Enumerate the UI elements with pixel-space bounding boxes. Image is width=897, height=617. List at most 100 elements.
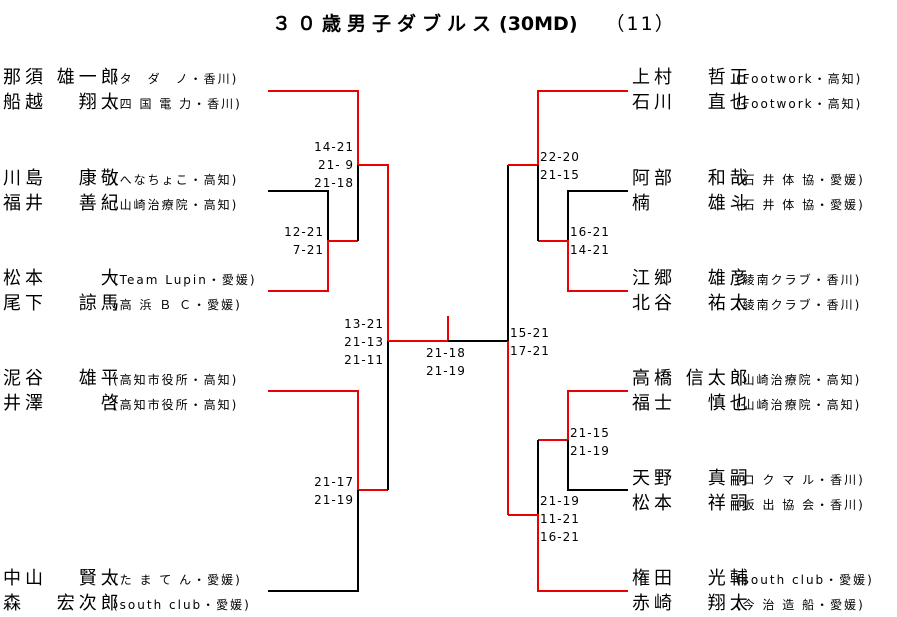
player-entry: 石川 直也(Footwork・高知)	[632, 91, 862, 115]
player-name: 楠 雄斗	[632, 193, 752, 214]
score-left-r1-a: 14-21 21- 9 21-18	[296, 138, 354, 192]
player-name: 川島 康敬	[3, 168, 123, 189]
player-club: (ロ ク マ ル・香川)	[736, 473, 865, 487]
game-score: 21-13	[344, 335, 384, 349]
title-code: (30MD)	[499, 13, 578, 35]
player-club: (綾南クラブ・香川)	[736, 298, 862, 312]
game-score: 21-18	[426, 346, 466, 360]
game-score: 16-21	[540, 530, 580, 544]
line-l-p4	[268, 390, 388, 491]
player-entry: 森 宏次郎(south club・愛媛)	[3, 592, 251, 616]
player-entry: 松本 大(Team Lupin・愛媛)	[3, 267, 257, 291]
player-entry: 赤崎 翔太(今 治 造 船・愛媛)	[632, 592, 865, 616]
score-final: 21-18 21-19	[426, 344, 466, 380]
line-r-p1	[508, 90, 628, 166]
player-club: (タ ダ ノ・香川)	[113, 72, 239, 86]
player-name: 高橋 信太郎	[632, 368, 752, 389]
player-entry: 船越 翔太(四 国 電 力・香川)	[3, 91, 242, 115]
score-left-r1-c: 21-17 21-19	[296, 473, 354, 509]
player-name: 赤崎 翔太	[632, 593, 752, 614]
player-name: 尾下 諒馬	[3, 293, 123, 314]
player-name: 中山 賢太	[3, 568, 123, 589]
line-r-p2	[567, 190, 628, 241]
game-score: 21-19	[426, 364, 466, 378]
player-entry: 福井 善紀(山崎治療院・高知)	[3, 192, 238, 216]
game-score: 14-21	[570, 243, 610, 257]
player-name: 阿部 和哉	[632, 168, 752, 189]
player-club: (石 井 体 協・愛媛)	[736, 173, 865, 187]
player-entry: 天野 真嗣(ロ ク マ ル・香川)	[632, 467, 865, 491]
player-entry: 楠 雄斗(石 井 体 協・愛媛)	[632, 192, 865, 216]
player-entry: 川島 康敬(へなちょこ・高知)	[3, 167, 238, 191]
score-left-r2: 13-21 21-13 21-11	[326, 315, 384, 369]
game-score: 21-19	[570, 444, 610, 458]
player-entry: 那須 雄一郎(タ ダ ノ・香川)	[3, 66, 238, 90]
game-score: 21-19	[540, 494, 580, 508]
player-club: (高知市役所・高知)	[113, 398, 239, 412]
game-score: 13-21	[344, 317, 384, 331]
player-name: 上村 哲正	[632, 67, 752, 88]
score-right-r1-d: 21-19 11-21 16-21	[540, 492, 580, 546]
player-name: 権田 光輔	[632, 568, 752, 589]
player-club: (Footwork・高知)	[736, 97, 863, 111]
player-entry: 江郷 雄彦(綾南クラブ・香川)	[632, 267, 861, 291]
player-club: (山崎治療院・高知)	[113, 198, 239, 212]
player-name: 泥谷 雄平	[3, 368, 123, 389]
player-entry: 井澤 啓(高知市役所・高知)	[3, 392, 238, 416]
game-score: 22-20	[540, 150, 580, 164]
game-score: 21-15	[540, 168, 580, 182]
player-entry: 福士 慎也(山崎治療院・高知)	[632, 392, 861, 416]
player-name: 北谷 祐太	[632, 293, 752, 314]
score-left-r1-b: 12-21 7-21	[268, 223, 324, 259]
line-r-p4	[538, 390, 628, 441]
player-club: (山崎治療院・高知)	[736, 398, 862, 412]
player-entry: 上村 哲正(Footwork・高知)	[632, 66, 862, 90]
game-score: 15-21	[510, 326, 550, 340]
title-number: （11）	[605, 13, 676, 35]
game-score: 11-21	[540, 512, 580, 526]
line-r-p6	[508, 514, 628, 592]
score-right-r1-b: 16-21 14-21	[570, 223, 610, 259]
player-name: 森 宏次郎	[3, 593, 123, 614]
player-club: (石 井 体 協・愛媛)	[736, 198, 865, 212]
player-entry: 泥谷 雄平(高知市役所・高知)	[3, 367, 238, 391]
game-score: 16-21	[570, 225, 610, 239]
player-entry: 北谷 祐太(綾南クラブ・香川)	[632, 292, 861, 316]
player-club: (た ま て ん・愛媛)	[113, 573, 242, 587]
player-club: (south club・愛媛)	[113, 598, 251, 612]
line-r-p5	[567, 440, 628, 491]
score-right-r1-c: 21-15 21-19	[570, 424, 610, 460]
player-name: 船越 翔太	[3, 92, 123, 113]
game-score: 21-18	[314, 176, 354, 190]
page-title: ３０歳男子ダブルス(30MD) （11）	[272, 9, 676, 36]
player-name: 福井 善紀	[3, 193, 123, 214]
player-name: 江郷 雄彦	[632, 268, 752, 289]
player-club: (Team Lupin・愛媛)	[113, 273, 257, 287]
player-entry: 阿部 和哉(石 井 体 協・愛媛)	[632, 167, 865, 191]
game-score: 21-19	[314, 493, 354, 507]
game-score: 12-21	[284, 225, 324, 239]
game-score: 7-21	[292, 243, 324, 257]
player-club: (坂 出 協 会・香川)	[736, 498, 865, 512]
player-club: (へなちょこ・高知)	[113, 173, 239, 187]
player-entry: 尾下 諒馬(高 浜 Ｂ Ｃ・愛媛)	[3, 292, 242, 316]
player-name: 松本 祥嗣	[632, 493, 752, 514]
player-entry: 中山 賢太(た ま て ん・愛媛)	[3, 567, 242, 591]
player-name: 福士 慎也	[632, 393, 752, 414]
game-score: 21-17	[314, 475, 354, 489]
score-right-r1-a: 22-20 21-15	[540, 148, 580, 184]
line-l-p5	[268, 490, 359, 592]
title-main: ３０歳男子ダブルス	[272, 13, 498, 35]
line-l-p1	[268, 90, 359, 165]
player-name: 那須 雄一郎	[3, 67, 123, 88]
player-name: 松本 大	[3, 268, 123, 289]
player-club: (高知市役所・高知)	[113, 373, 239, 387]
line-l-p2	[268, 190, 329, 241]
player-entry: 権田 光輔(south club・愛媛)	[632, 567, 874, 591]
player-club: (四 国 電 力・香川)	[113, 97, 242, 111]
player-name: 石川 直也	[632, 92, 752, 113]
line-l-p3	[268, 240, 358, 292]
player-entry: 松本 祥嗣(坂 出 協 会・香川)	[632, 492, 865, 516]
player-name: 天野 真嗣	[632, 468, 752, 489]
game-score: 21- 9	[317, 158, 354, 172]
